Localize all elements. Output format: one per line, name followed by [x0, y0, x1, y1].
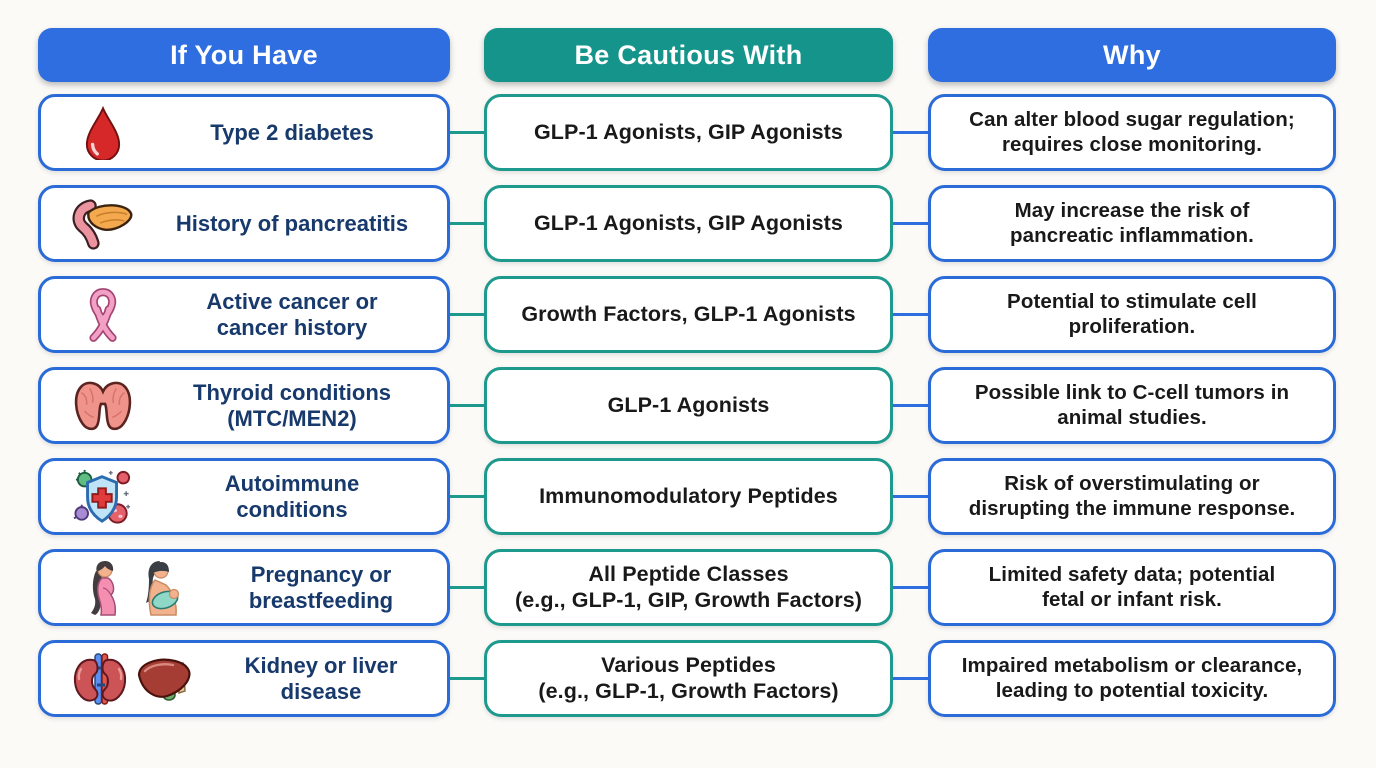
- immune-shield-icon: [57, 468, 149, 526]
- condition-cell: Kidney or liver disease: [38, 640, 450, 717]
- connector-line: [450, 495, 484, 498]
- connector-line: [450, 586, 484, 589]
- caution-cell: GLP-1 Agonists: [484, 367, 893, 444]
- connector-line: [893, 313, 928, 316]
- caution-cell: GLP-1 Agonists, GIP Agonists: [484, 94, 893, 171]
- liver-icon: [137, 658, 191, 701]
- header-row: If You Have Be Cautious With Why: [38, 28, 1336, 82]
- pregnancy-breastfeeding-icon: [57, 559, 207, 617]
- condition-label: Active cancer or cancer history: [206, 288, 378, 340]
- caution-label: GLP-1 Agonists: [607, 392, 770, 417]
- condition-cell: Autoimmune conditions: [38, 458, 450, 535]
- condition-cell: Pregnancy or breastfeeding: [38, 549, 450, 626]
- caution-label: Immunomodulatory Peptides: [539, 483, 838, 508]
- why-cell: Potential to stimulate cell proliferatio…: [928, 276, 1336, 353]
- thyroid-icon: [57, 378, 149, 434]
- condition-cell: Type 2 diabetes: [38, 94, 450, 171]
- caution-label: Growth Factors, GLP-1 Agonists: [521, 301, 856, 326]
- table-row: Pregnancy or breastfeeding All Peptide C…: [38, 549, 1336, 626]
- connector-line: [893, 131, 928, 134]
- peptide-caution-table: If You Have Be Cautious With Why Type 2 …: [38, 28, 1336, 717]
- condition-label: Thyroid conditions (MTC/MEN2): [193, 379, 391, 431]
- why-cell: May increase the risk of pancreatic infl…: [928, 185, 1336, 262]
- table-row: Active cancer or cancer history Growth F…: [38, 276, 1336, 353]
- why-label: Limited safety data; potential fetal or …: [988, 562, 1276, 611]
- column-header-if-you-have: If You Have: [38, 28, 450, 82]
- why-cell: Possible link to C-cell tumors in animal…: [928, 367, 1336, 444]
- blood-drop-icon: [57, 105, 149, 160]
- why-cell: Can alter blood sugar regulation; requir…: [928, 94, 1336, 171]
- connector-line: [450, 131, 484, 134]
- kidneys-icon: [73, 652, 126, 705]
- why-label: Possible link to C-cell tumors in animal…: [974, 380, 1290, 429]
- pregnant-woman-icon: [90, 560, 116, 616]
- pancreas-icon: [57, 197, 149, 251]
- why-label: Risk of overstimulating or disrupting th…: [968, 471, 1296, 520]
- condition-label: History of pancreatitis: [175, 210, 409, 236]
- why-cell: Risk of overstimulating or disrupting th…: [928, 458, 1336, 535]
- condition-label: Pregnancy or breastfeeding: [248, 561, 394, 613]
- caution-label: GLP-1 Agonists, GIP Agonists: [533, 119, 843, 144]
- connector-line: [450, 222, 484, 225]
- table-row: Kidney or liver disease Various Peptides…: [38, 640, 1336, 717]
- awareness-ribbon-icon: [57, 287, 149, 343]
- condition-label: Autoimmune conditions: [224, 470, 360, 522]
- why-label: May increase the risk of pancreatic infl…: [1010, 198, 1254, 247]
- kidney-liver-icon: [57, 651, 207, 707]
- column-header-why: Why: [928, 28, 1336, 82]
- caution-label: GLP-1 Agonists, GIP Agonists: [533, 210, 843, 235]
- caution-cell: Various Peptides (e.g., GLP-1, Growth Fa…: [484, 640, 893, 717]
- connector-line: [893, 222, 928, 225]
- why-cell: Limited safety data; potential fetal or …: [928, 549, 1336, 626]
- connector-line: [450, 313, 484, 316]
- connector-line: [450, 677, 484, 680]
- condition-label: Type 2 diabetes: [210, 119, 374, 145]
- table-row: Autoimmune conditions Immunomodulatory P…: [38, 458, 1336, 535]
- why-label: Can alter blood sugar regulation; requir…: [969, 107, 1295, 156]
- connector-line: [893, 495, 928, 498]
- condition-cell: Thyroid conditions (MTC/MEN2): [38, 367, 450, 444]
- why-label: Impaired metabolism or clearance, leadin…: [961, 653, 1303, 702]
- connector-line: [893, 677, 928, 680]
- connector-line: [893, 404, 928, 407]
- table-row: Thyroid conditions (MTC/MEN2) GLP-1 Agon…: [38, 367, 1336, 444]
- column-header-be-cautious-with: Be Cautious With: [484, 28, 893, 82]
- connector-line: [450, 404, 484, 407]
- table-row: Type 2 diabetes GLP-1 Agonists, GIP Agon…: [38, 94, 1336, 171]
- connector-line: [893, 586, 928, 589]
- caution-cell: Growth Factors, GLP-1 Agonists: [484, 276, 893, 353]
- why-cell: Impaired metabolism or clearance, leadin…: [928, 640, 1336, 717]
- caution-label: All Peptide Classes (e.g., GLP-1, GIP, G…: [514, 561, 863, 612]
- breastfeeding-icon: [145, 560, 179, 616]
- caution-cell: All Peptide Classes (e.g., GLP-1, GIP, G…: [484, 549, 893, 626]
- table-row: History of pancreatitis GLP-1 Agonists, …: [38, 185, 1336, 262]
- caution-cell: GLP-1 Agonists, GIP Agonists: [484, 185, 893, 262]
- why-label: Potential to stimulate cell proliferatio…: [1007, 289, 1257, 338]
- caution-label: Various Peptides (e.g., GLP-1, Growth Fa…: [538, 652, 839, 703]
- condition-cell: Active cancer or cancer history: [38, 276, 450, 353]
- condition-label: Kidney or liver disease: [244, 652, 398, 704]
- condition-cell: History of pancreatitis: [38, 185, 450, 262]
- caution-cell: Immunomodulatory Peptides: [484, 458, 893, 535]
